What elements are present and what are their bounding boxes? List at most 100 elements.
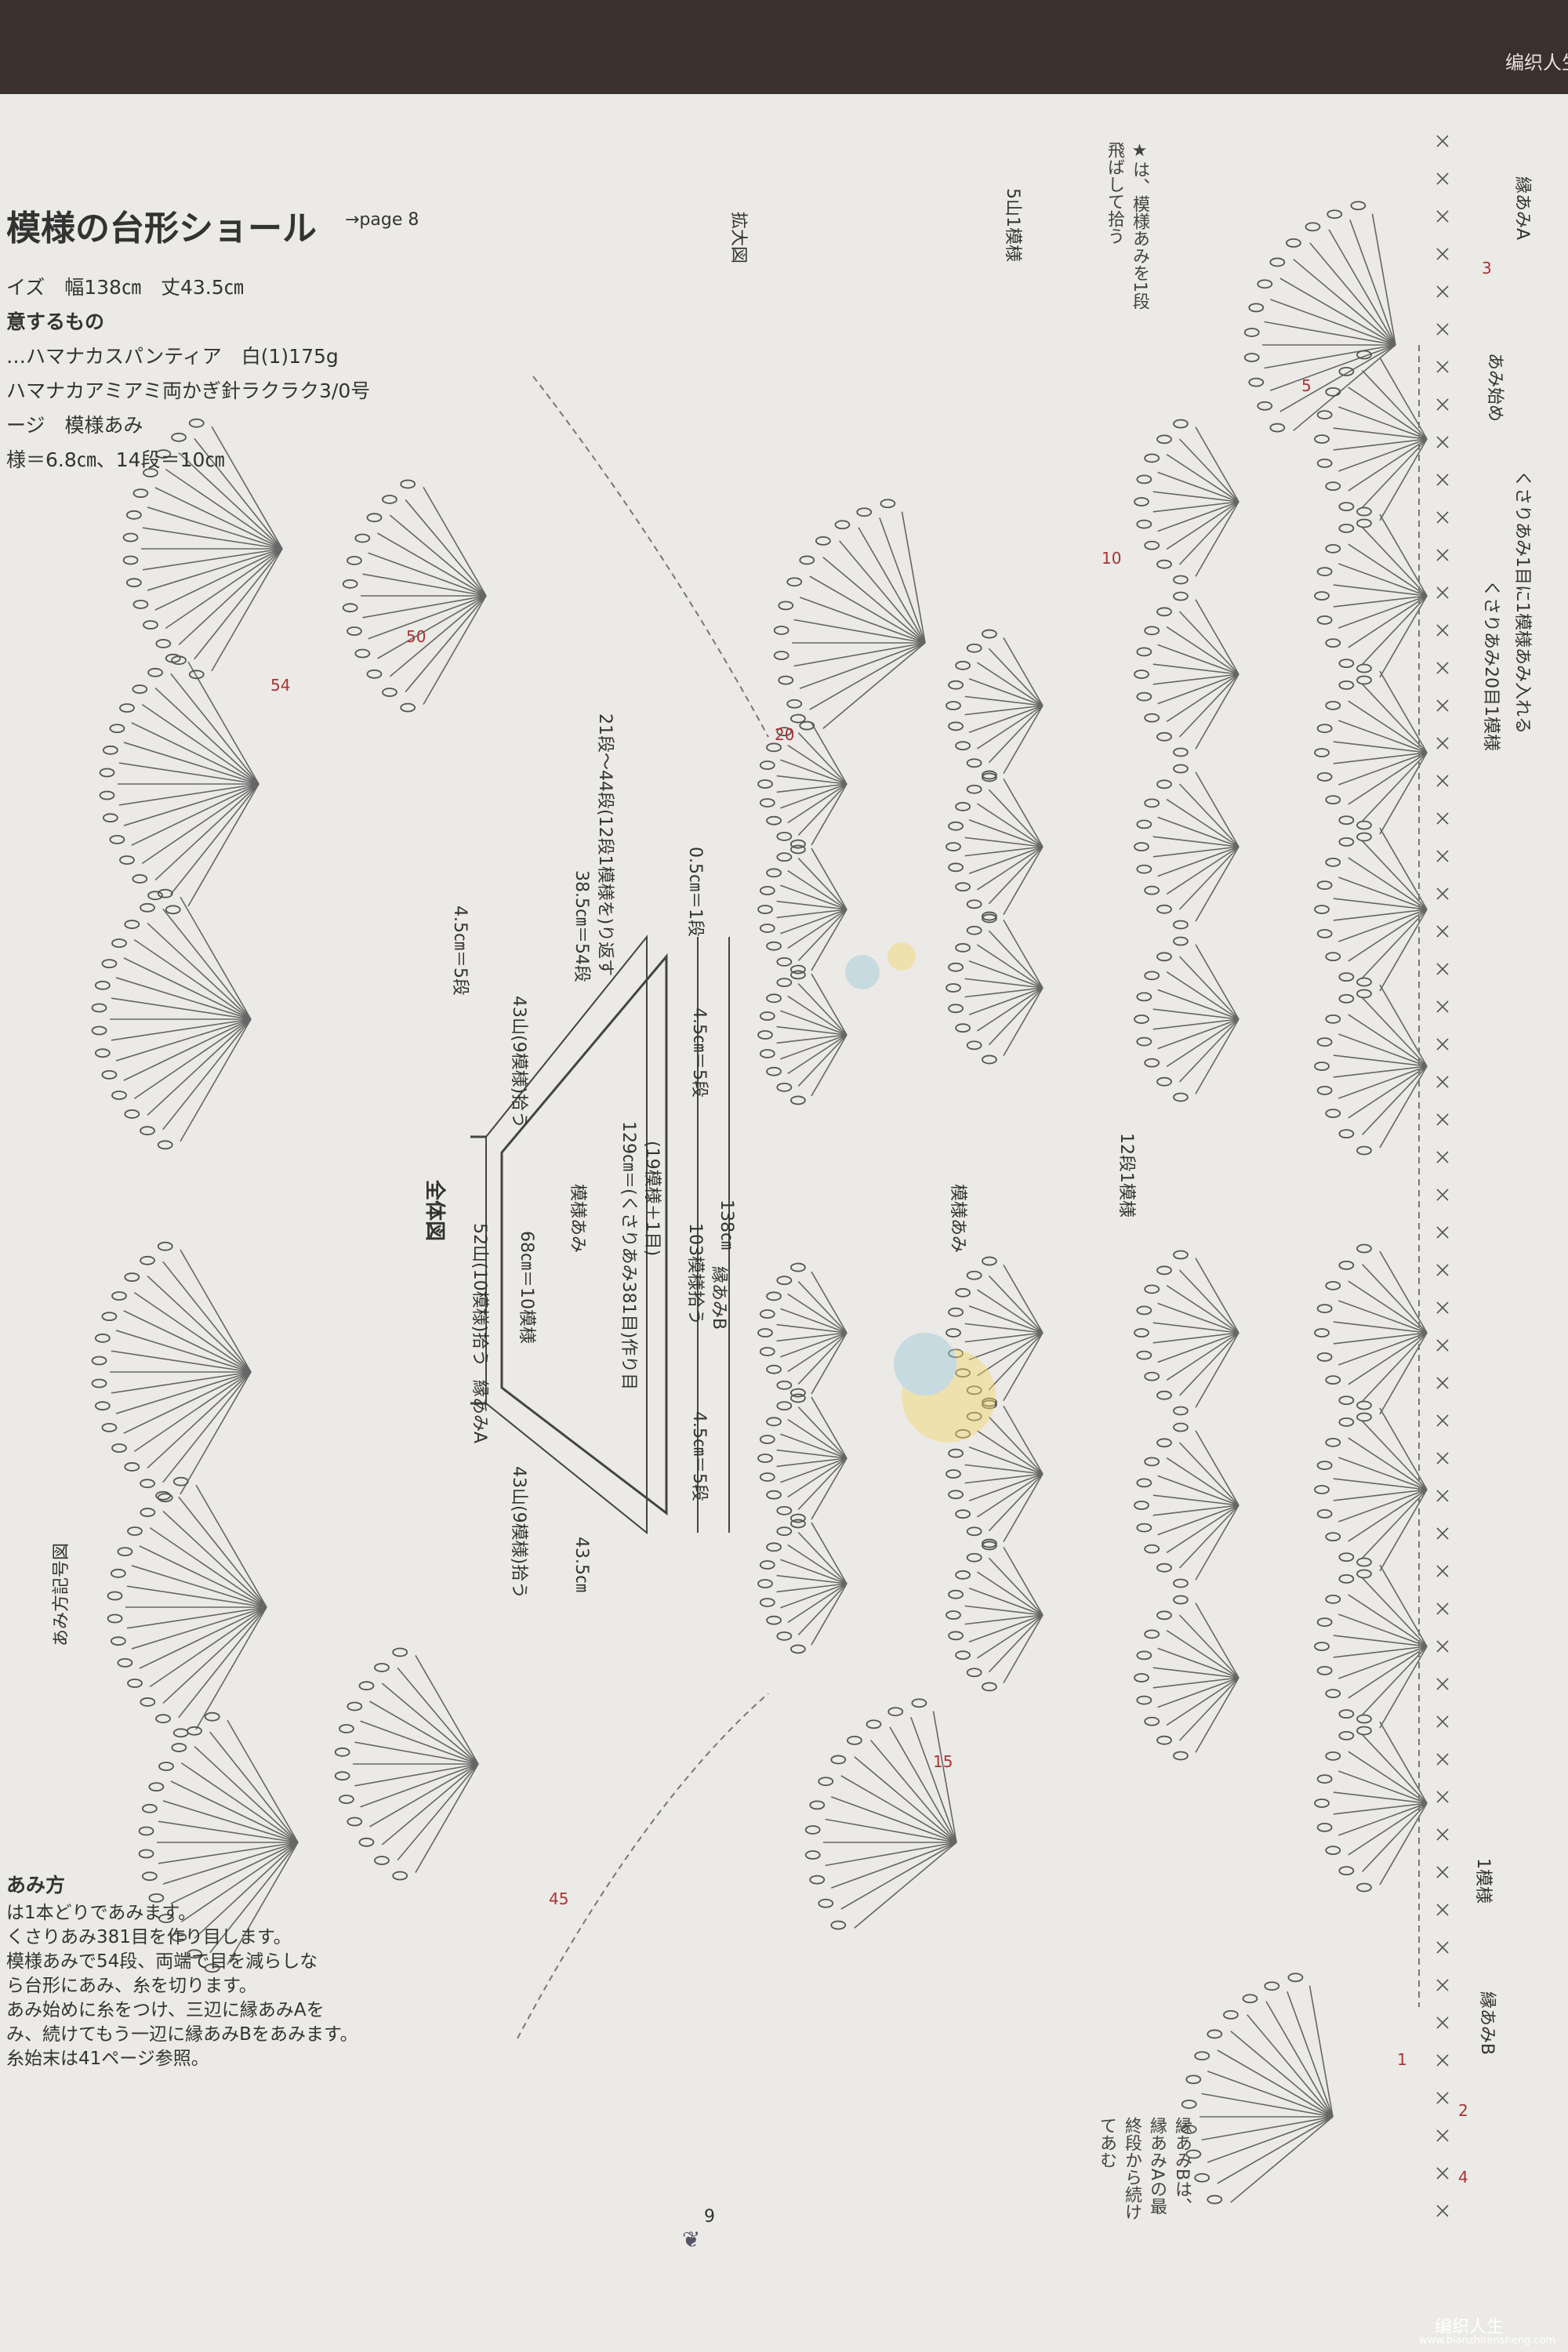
stitch-stroke — [1157, 1504, 1240, 1536]
picot-mark — [1356, 1400, 1372, 1410]
stitch-stroke — [227, 1719, 299, 1843]
picot-mark — [1338, 1552, 1355, 1563]
chain-mark — [1436, 2092, 1449, 2104]
stitch-stroke — [1379, 1065, 1428, 1149]
stitch-stroke — [147, 1275, 252, 1373]
chain-mark — [1436, 1189, 1449, 1201]
picot-mark — [1316, 880, 1333, 890]
row-number: 3 — [1482, 259, 1492, 278]
rows-repeat-label: 21段〜44段(12段1模様を)り返す — [595, 713, 615, 977]
picot-mark — [1181, 2125, 1197, 2134]
stitch-stroke — [1338, 1300, 1428, 1334]
stitch-stroke — [141, 703, 260, 785]
stitch-stroke — [964, 1332, 1044, 1343]
stitch-stroke — [1152, 1504, 1240, 1516]
stitch-stroke — [809, 575, 926, 644]
stitch-stroke — [797, 857, 848, 910]
picot-mark — [815, 535, 831, 546]
picot-mark — [789, 839, 806, 849]
stitch-stroke — [811, 848, 848, 910]
stitch-stroke — [1152, 1677, 1240, 1689]
picot-mark — [1325, 1014, 1341, 1024]
stitch-stroke — [1349, 219, 1396, 346]
picot-mark — [766, 1291, 782, 1301]
picot-mark — [766, 868, 782, 878]
picot-mark — [1173, 936, 1189, 946]
stitch-stroke — [964, 978, 1044, 989]
stitch-stroke — [977, 1473, 1044, 1518]
chain-mark — [1436, 1113, 1449, 1126]
stitch-stroke — [1201, 2092, 1334, 2118]
picot-mark — [110, 1636, 126, 1646]
stitch-stroke — [180, 1018, 252, 1142]
picot-mark — [759, 886, 775, 895]
overview-corner-left: 4.5㎝＝5段 — [689, 1411, 709, 1501]
picot-mark — [966, 1526, 982, 1537]
picot-mark — [382, 495, 397, 504]
picot-mark — [94, 1401, 111, 1411]
stitch-stroke — [154, 687, 260, 785]
stitch-stroke — [811, 1034, 848, 1097]
picot-mark — [1144, 453, 1160, 463]
stitch-stroke — [1195, 846, 1240, 922]
stitch-stroke — [1152, 491, 1240, 503]
stitch-stroke — [968, 1305, 1044, 1334]
picot-mark — [1325, 1689, 1341, 1699]
stitch-stroke — [187, 661, 260, 785]
stitch-stroke — [1379, 670, 1428, 753]
picot-mark — [1156, 434, 1172, 445]
picot-mark — [99, 790, 115, 800]
stitch-stroke — [170, 1842, 299, 1904]
stitch-stroke — [178, 452, 283, 550]
chain-mark — [1436, 1715, 1449, 1728]
picot-mark — [946, 1610, 961, 1620]
picot-mark — [1356, 820, 1372, 830]
overview-total: 138㎝ — [717, 1200, 736, 1250]
stitch-stroke — [780, 1457, 848, 1483]
twelve-rows-label: 12段1模様 — [1116, 1133, 1136, 1218]
stitch-stroke — [133, 1291, 252, 1373]
picot-mark — [1338, 972, 1355, 982]
chain-mark — [1436, 2054, 1449, 2067]
picot-mark — [1338, 523, 1355, 533]
picot-mark — [789, 844, 806, 855]
picot-mark — [786, 699, 803, 709]
picot-mark — [122, 555, 139, 565]
flourish-icon: ❦ — [682, 2227, 701, 2252]
stitch-stroke — [787, 1544, 848, 1584]
stitch-stroke — [977, 662, 1044, 706]
chain-mark — [1436, 624, 1449, 637]
stitch-stroke — [1157, 846, 1240, 877]
stitch-stroke — [811, 783, 848, 846]
picot-mark — [374, 1663, 390, 1672]
stitch-stroke — [968, 987, 1044, 1015]
picot-mark — [1194, 2051, 1210, 2061]
edge-b-label: 縁あみB — [1477, 1991, 1497, 2056]
picot-mark — [778, 601, 794, 611]
chain-mark — [1436, 1753, 1449, 1766]
stitch-stroke — [1362, 1577, 1428, 1647]
picot-mark — [147, 891, 163, 901]
picot-mark — [856, 507, 873, 517]
picot-mark — [1338, 1709, 1355, 1719]
chain-mark — [1436, 1866, 1449, 1878]
stitch-stroke — [1166, 1457, 1240, 1506]
picot-mark — [1173, 575, 1189, 585]
stitch-stroke — [1379, 909, 1428, 992]
picot-mark — [141, 1803, 158, 1813]
picot-mark — [171, 432, 187, 442]
picot-mark — [766, 1615, 782, 1625]
picot-mark — [1136, 819, 1152, 829]
picot-mark — [776, 1401, 793, 1411]
stitch-stroke — [964, 1323, 1044, 1334]
stitch-stroke — [141, 783, 260, 865]
stitch-stroke — [988, 987, 1044, 1046]
picot-mark — [172, 1728, 189, 1738]
stitch-stroke — [1178, 673, 1240, 738]
stitch-stroke — [1157, 1647, 1240, 1679]
stitch-stroke — [977, 705, 1044, 750]
picot-mark — [799, 720, 815, 731]
picot-mark — [1136, 1523, 1152, 1533]
stitch-stroke — [1003, 1546, 1044, 1616]
picot-mark — [1144, 713, 1160, 723]
